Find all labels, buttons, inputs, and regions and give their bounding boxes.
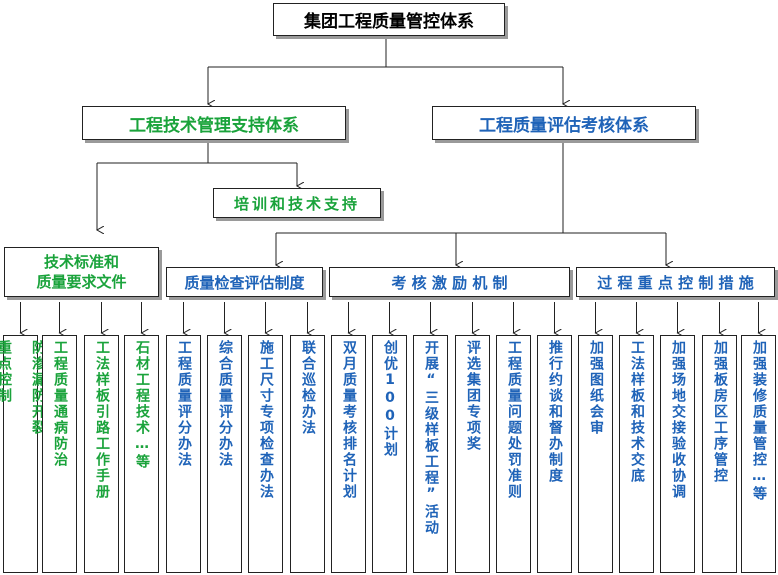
leaf-item: 防渗漏防开裂 重点控制 — [0, 335, 46, 573]
leaf-item: 加强板房区工序管控 — [702, 335, 737, 573]
leaf-item: 加强场地交接验收协调 — [660, 335, 695, 573]
category-standards: 技术标准和 质量要求文件 — [4, 247, 159, 297]
leaf-label: 工程质量通病防治 — [52, 340, 68, 468]
leaf-item: 双月质量考核排名计划 — [331, 335, 366, 573]
leaf-item: 开展“三级样板工程”活动 — [413, 335, 448, 573]
training-label: 培训和技术支持 — [233, 194, 360, 213]
leaf-label: 开展“三级样板工程”活动 — [423, 340, 439, 536]
leaf-label: 双月质量考核排名计划 — [341, 340, 357, 500]
leaf-label: 加强场地交接验收协调 — [670, 340, 686, 500]
leaf-label: 加强装修质量管控…等 — [751, 340, 767, 502]
leaf-item: 加强装修质量管控…等 — [741, 335, 776, 573]
leaf-item: 加强图纸会审 — [578, 335, 613, 573]
leaf-item: 工法样板和技术交底 — [619, 335, 654, 573]
leaf-label: 工程质量问题处罚准则 — [506, 340, 522, 500]
quality-eval-label: 工程质量评估考核体系 — [479, 115, 649, 136]
leaf-label: 加强板房区工序管控 — [712, 340, 728, 484]
leaf-item: 综合质量评分办法 — [207, 335, 242, 573]
tech-support-node: 工程技术管理支持体系 — [82, 106, 346, 140]
leaf-label: 石材工程技术…等 — [134, 340, 150, 470]
incentive-label: 考 核 激 励 机 制 — [391, 273, 508, 292]
leaf-label: 联合巡检办法 — [300, 340, 316, 436]
leaf-item: 工法样板引路工作手册 — [84, 335, 119, 573]
leaf-label: 工法样板引路工作手册 — [94, 340, 110, 500]
category-inspection: 质量检查评估制度 — [166, 267, 323, 297]
leaf-item: 评选集团专项奖 — [455, 335, 490, 573]
leaf-item: 工程质量通病防治 — [42, 335, 77, 573]
quality-eval-node: 工程质量评估考核体系 — [432, 106, 696, 140]
leaf-label: 工法样板和技术交底 — [629, 340, 645, 484]
leaf-label: 施工尺寸专项检查办法 — [258, 340, 274, 500]
leaf-item: 工程质量评分办法 — [166, 335, 201, 573]
category-process: 过 程 重 点 控 制 措 施 — [576, 267, 775, 297]
leaf-item: 施工尺寸专项检查办法 — [248, 335, 283, 573]
leaf-item: 石材工程技术…等 — [124, 335, 159, 573]
leaf-label: 加强图纸会审 — [588, 340, 604, 436]
leaf-label: 工程质量评分办法 — [176, 340, 192, 468]
category-incentive: 考 核 激 励 机 制 — [329, 267, 570, 297]
leaf-label: 综合质量评分办法 — [217, 340, 233, 468]
standards-label-line2: 质量要求文件 — [36, 273, 127, 291]
tech-support-label: 工程技术管理支持体系 — [129, 115, 299, 136]
leaf-item: 创优100计划 — [372, 335, 407, 573]
leaf-label: 创优100计划 — [382, 340, 398, 458]
standards-label-line1: 技术标准和 — [43, 253, 119, 271]
root-label: 集团工程质量管控体系 — [304, 12, 474, 32]
process-label: 过 程 重 点 控 制 措 施 — [597, 273, 754, 292]
leaf-item: 推行约谈和督办制度 — [537, 335, 572, 573]
leaf-item: 联合巡检办法 — [290, 335, 325, 573]
leaf-label: 评选集团专项奖 — [465, 340, 481, 452]
root-node: 集团工程质量管控体系 — [273, 3, 505, 36]
leaf-label: 推行约谈和督办制度 — [547, 340, 563, 484]
inspection-label: 质量检查评估制度 — [184, 273, 305, 292]
leaf-item: 工程质量问题处罚准则 — [496, 335, 531, 573]
training-node: 培训和技术支持 — [213, 188, 381, 218]
leaf-label: 防渗漏防开裂 重点控制 — [0, 340, 46, 436]
